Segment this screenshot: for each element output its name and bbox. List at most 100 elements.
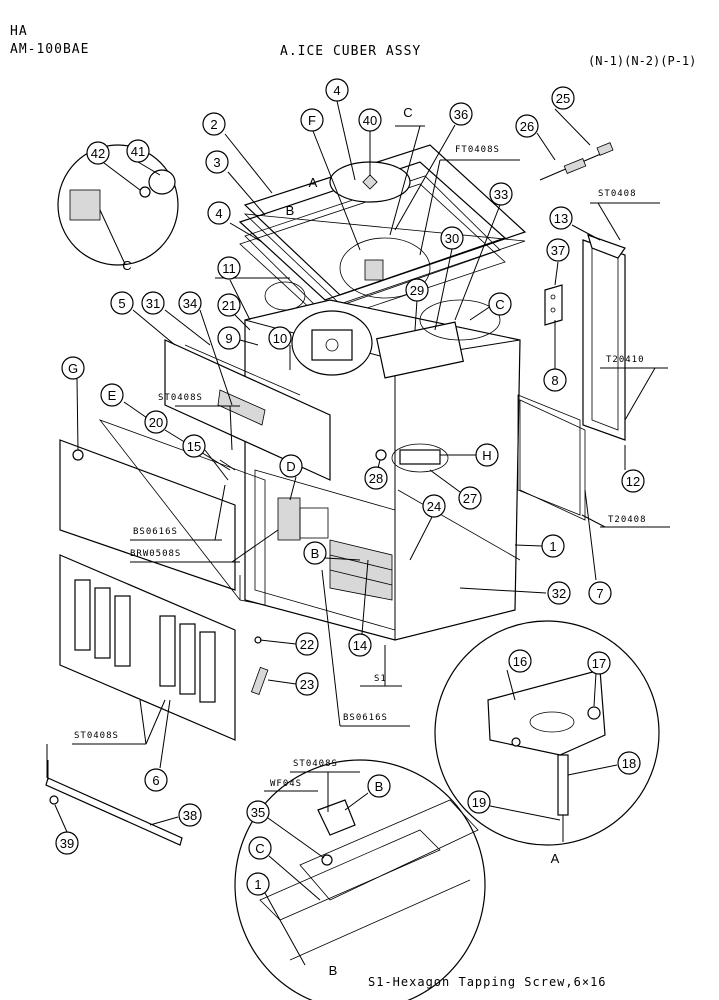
- svg-text:B: B: [311, 546, 320, 561]
- callout-c1b: 1: [246, 872, 270, 896]
- svg-text:C: C: [495, 297, 504, 312]
- svg-text:23: 23: [300, 677, 314, 692]
- letter-lB1: B: [286, 203, 295, 218]
- detail-circle-c: [57, 144, 179, 266]
- callout-cE: E: [100, 383, 124, 407]
- svg-text:3: 3: [213, 155, 220, 170]
- part-code-k4: ST0408S: [158, 393, 203, 403]
- svg-text:32: 32: [552, 586, 566, 601]
- svg-text:5: 5: [118, 296, 125, 311]
- callout-cC2: C: [488, 292, 512, 316]
- svg-text:14: 14: [353, 638, 367, 653]
- bottom-rail: [45, 777, 183, 846]
- footer-note: S1-Hexagon Tapping Screw,6×16: [368, 975, 607, 989]
- callout-c31: 31: [141, 291, 165, 315]
- model-label: AM-100BAE: [10, 42, 90, 57]
- leader-lines: [46, 100, 670, 966]
- svg-text:16: 16: [513, 654, 527, 669]
- svg-text:22: 22: [300, 637, 314, 652]
- callout-c8: 8: [543, 368, 567, 392]
- part-code-k3: T20410: [606, 355, 645, 365]
- svg-text:25: 25: [556, 91, 570, 106]
- detail-circle-b: [234, 759, 486, 1000]
- letter-lC4: C: [122, 258, 131, 273]
- callout-c15: 15: [182, 434, 206, 458]
- callout-cD: D: [279, 454, 303, 478]
- callout-c30: 30: [440, 226, 464, 250]
- revision-label: (N-1)(N-2)(P-1): [588, 54, 697, 68]
- part-code-k2: ST0408: [598, 189, 637, 199]
- callout-c39: 39: [55, 831, 79, 855]
- callout-c26: 26: [515, 114, 539, 138]
- part-code-k7: T20408: [608, 515, 647, 525]
- svg-text:2: 2: [210, 117, 217, 132]
- callout-c14: 14: [348, 633, 372, 657]
- callout-c24: 24: [422, 494, 446, 518]
- svg-text:1: 1: [254, 877, 261, 892]
- callout-c4b: 4: [207, 201, 231, 225]
- detail-circle-a: [434, 620, 660, 846]
- callout-cG: G: [61, 356, 85, 380]
- svg-text:35: 35: [251, 805, 265, 820]
- svg-text:8: 8: [551, 373, 558, 388]
- evaporator-assembly: [264, 161, 501, 473]
- callout-c35: 35: [246, 800, 270, 824]
- callout-c25: 25: [551, 86, 575, 110]
- svg-text:F: F: [308, 113, 316, 128]
- part-code-k10: ST0408S: [74, 731, 119, 741]
- svg-text:27: 27: [463, 491, 477, 506]
- callout-c19: 19: [467, 790, 491, 814]
- spring-parts: [250, 636, 269, 696]
- letter-lB4: B: [329, 963, 338, 978]
- svg-text:18: 18: [622, 756, 636, 771]
- svg-text:G: G: [68, 361, 78, 376]
- part-code-k8: S1: [374, 674, 387, 684]
- svg-text:D: D: [286, 459, 295, 474]
- callout-c3: 3: [205, 150, 229, 174]
- part-code-k5: BS0616S: [133, 527, 178, 537]
- bracket: [544, 284, 563, 326]
- svg-text:E: E: [108, 388, 117, 403]
- svg-text:34: 34: [183, 296, 197, 311]
- letter-lC1: C: [403, 105, 412, 120]
- svg-text:B: B: [375, 779, 384, 794]
- callout-c18: 18: [617, 751, 641, 775]
- callout-c11: 11: [217, 256, 241, 280]
- page-title: A.ICE CUBER ASSY: [280, 44, 422, 59]
- svg-text:42: 42: [91, 146, 105, 161]
- part-code-k11: ST0408S: [293, 759, 338, 769]
- svg-text:41: 41: [131, 144, 145, 159]
- callout-c2: 2: [202, 112, 226, 136]
- callout-c22: 22: [295, 632, 319, 656]
- callout-c1a: 1: [541, 534, 565, 558]
- svg-text:10: 10: [273, 331, 287, 346]
- svg-text:26: 26: [520, 119, 534, 134]
- part-code-k9: BS0616S: [343, 713, 388, 723]
- svg-text:28: 28: [369, 471, 383, 486]
- callout-c12: 12: [621, 469, 645, 493]
- callout-c4a: 4: [325, 78, 349, 102]
- callout-c5: 5: [110, 291, 134, 315]
- svg-text:9: 9: [225, 331, 232, 346]
- svg-text:40: 40: [363, 113, 377, 128]
- svg-text:15: 15: [187, 439, 201, 454]
- svg-text:20: 20: [149, 415, 163, 430]
- callout-c37: 37: [546, 238, 570, 262]
- callout-c6: 6: [144, 768, 168, 792]
- svg-text:36: 36: [454, 107, 468, 122]
- svg-text:37: 37: [551, 243, 565, 258]
- svg-text:33: 33: [494, 187, 508, 202]
- callout-cB2: B: [303, 541, 327, 565]
- svg-text:1: 1: [549, 539, 556, 554]
- callout-cB3: B: [367, 774, 391, 798]
- rear-panel: [517, 234, 626, 516]
- callout-c42: 42: [86, 141, 110, 165]
- callout-c9: 9: [217, 326, 241, 350]
- callout-c13: 13: [549, 206, 573, 230]
- part-code-k12: WF04S: [270, 779, 302, 789]
- svg-text:19: 19: [472, 795, 486, 810]
- brand-label: HA: [10, 24, 28, 39]
- svg-text:13: 13: [554, 211, 568, 226]
